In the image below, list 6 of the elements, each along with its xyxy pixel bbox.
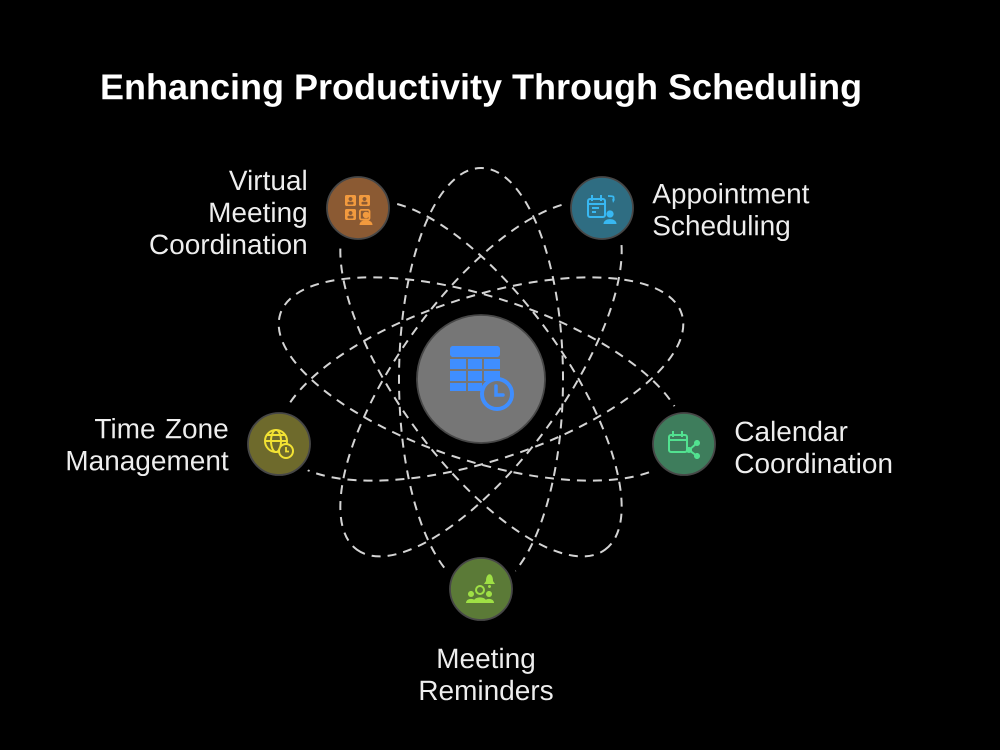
- item-label: Meeting Reminders: [420, 648, 553, 700]
- item-label: Virtual Meeting Coordination: [150, 170, 306, 254]
- item-label: Appointment Scheduling: [652, 182, 810, 242]
- item-label: Time Zone Management: [68, 418, 228, 476]
- item-label: Calendar Coordination: [736, 420, 892, 474]
- title: Enhancing Productivity Through Scheduling: [102, 73, 860, 107]
